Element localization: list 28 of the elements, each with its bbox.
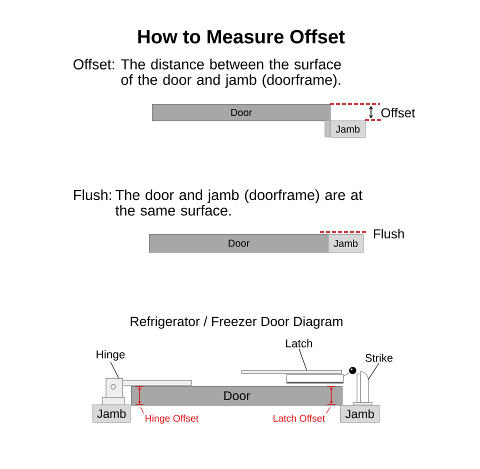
door-bar: Door bbox=[149, 234, 329, 253]
leader-line bbox=[298, 348, 307, 371]
leader-line bbox=[110, 362, 119, 379]
definition-text: The distance between the surface of the door and jamb (doorframe). bbox=[121, 58, 341, 88]
strike bbox=[349, 366, 372, 406]
jamb-block: Jamb bbox=[324, 120, 366, 138]
part-label: Hinge bbox=[96, 350, 125, 361]
leader-line bbox=[326, 407, 330, 414]
term-label: Offset: bbox=[74, 58, 114, 70]
latch bbox=[241, 370, 350, 384]
title: How to Measure Offset bbox=[138, 29, 345, 44]
line-label: Flush bbox=[374, 228, 404, 238]
dimension-label: Latch Offset bbox=[274, 414, 325, 422]
definition-text: The door and jamb (doorframe) are at the same surface. bbox=[115, 190, 362, 216]
door-bar: Door bbox=[152, 104, 331, 122]
part-label: Latch bbox=[286, 339, 312, 348]
jamb-block: Jamb bbox=[328, 234, 364, 253]
jamb-block: Jamb bbox=[340, 405, 380, 423]
jamb-block: Jamb bbox=[92, 404, 131, 423]
part-label: Strike bbox=[365, 354, 393, 362]
dimension-label: Hinge Offset bbox=[146, 414, 198, 424]
hinge bbox=[102, 378, 192, 406]
dimension-label: Offset bbox=[381, 108, 416, 118]
door-bar: Door bbox=[131, 386, 343, 406]
leader-line bbox=[140, 407, 144, 414]
term-label: Flush: bbox=[74, 190, 112, 200]
subtitle: Refrigerator / Freezer Door Diagram bbox=[130, 316, 342, 329]
leader-line bbox=[368, 362, 380, 380]
